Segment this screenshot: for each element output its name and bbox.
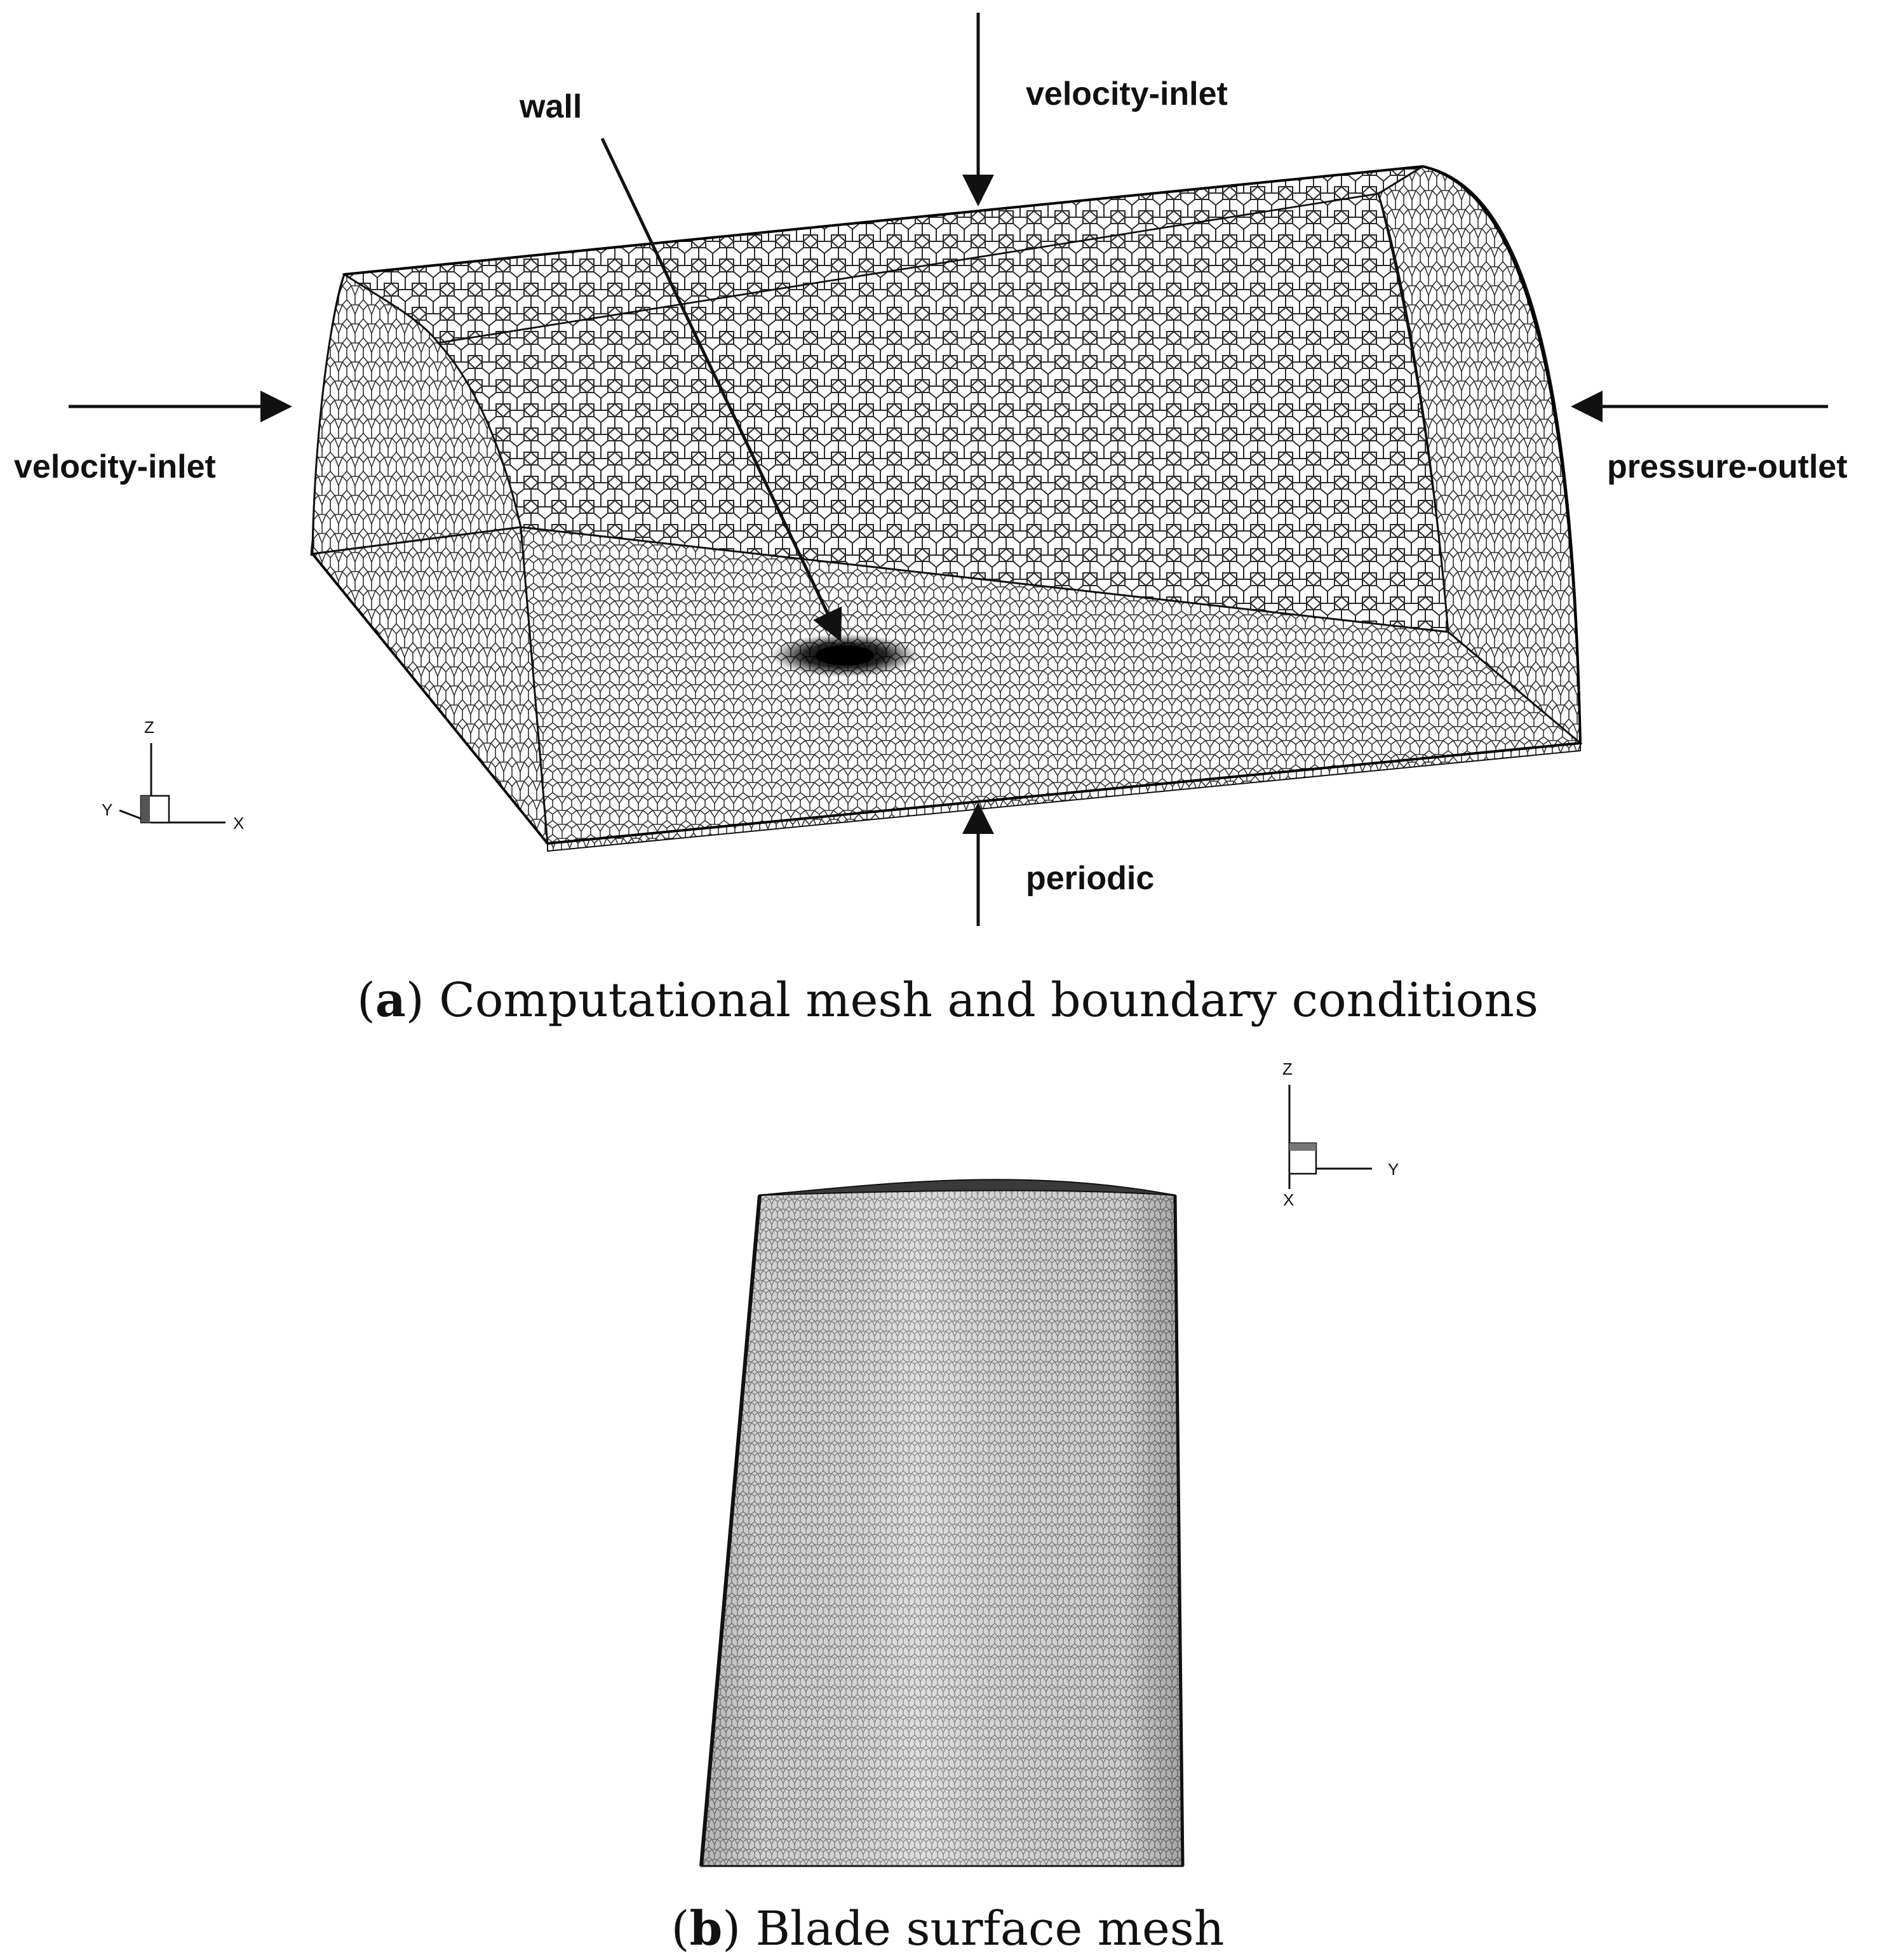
domain-front-left-face bbox=[311, 526, 549, 847]
panel-b: Z Y X (b) Blade surface mesh bbox=[671, 1059, 1399, 1956]
axis-label-z: Z bbox=[144, 718, 154, 737]
caption-a: (a) Computational mesh and boundary cond… bbox=[357, 973, 1538, 1028]
caption-b-text: Blade surface mesh bbox=[741, 1902, 1224, 1956]
axis-label-x-b: X bbox=[1283, 1190, 1294, 1209]
label-periodic: periodic bbox=[1026, 860, 1154, 897]
label-top-inlet: velocity-inlet bbox=[1026, 76, 1228, 112]
axis-label-x: X bbox=[233, 814, 244, 833]
caption-b: (b) Blade surface mesh bbox=[671, 1902, 1225, 1956]
label-outlet: pressure-outlet bbox=[1607, 448, 1848, 485]
caption-b-letter: b bbox=[690, 1902, 723, 1956]
axis-triad-a: Z Y X bbox=[102, 718, 244, 833]
axis-triad-b: Z Y X bbox=[1282, 1059, 1399, 1209]
label-left-inlet: velocity-inlet bbox=[14, 448, 216, 485]
computational-domain bbox=[310, 165, 1583, 852]
caption-a-text: Computational mesh and boundary conditio… bbox=[424, 973, 1538, 1028]
axis-label-y: Y bbox=[102, 800, 112, 819]
axis-label-y-b: Y bbox=[1388, 1160, 1399, 1179]
domain-left-cap bbox=[311, 272, 522, 555]
axis-label-z-b: Z bbox=[1282, 1059, 1293, 1078]
label-wall: wall bbox=[519, 88, 582, 125]
caption-a-letter: a bbox=[375, 973, 406, 1028]
panel-a: wall velocity-inlet velocity-inlet press… bbox=[14, 13, 1848, 1028]
blade-surface bbox=[699, 1179, 1185, 1867]
arrow-wall bbox=[600, 137, 842, 642]
